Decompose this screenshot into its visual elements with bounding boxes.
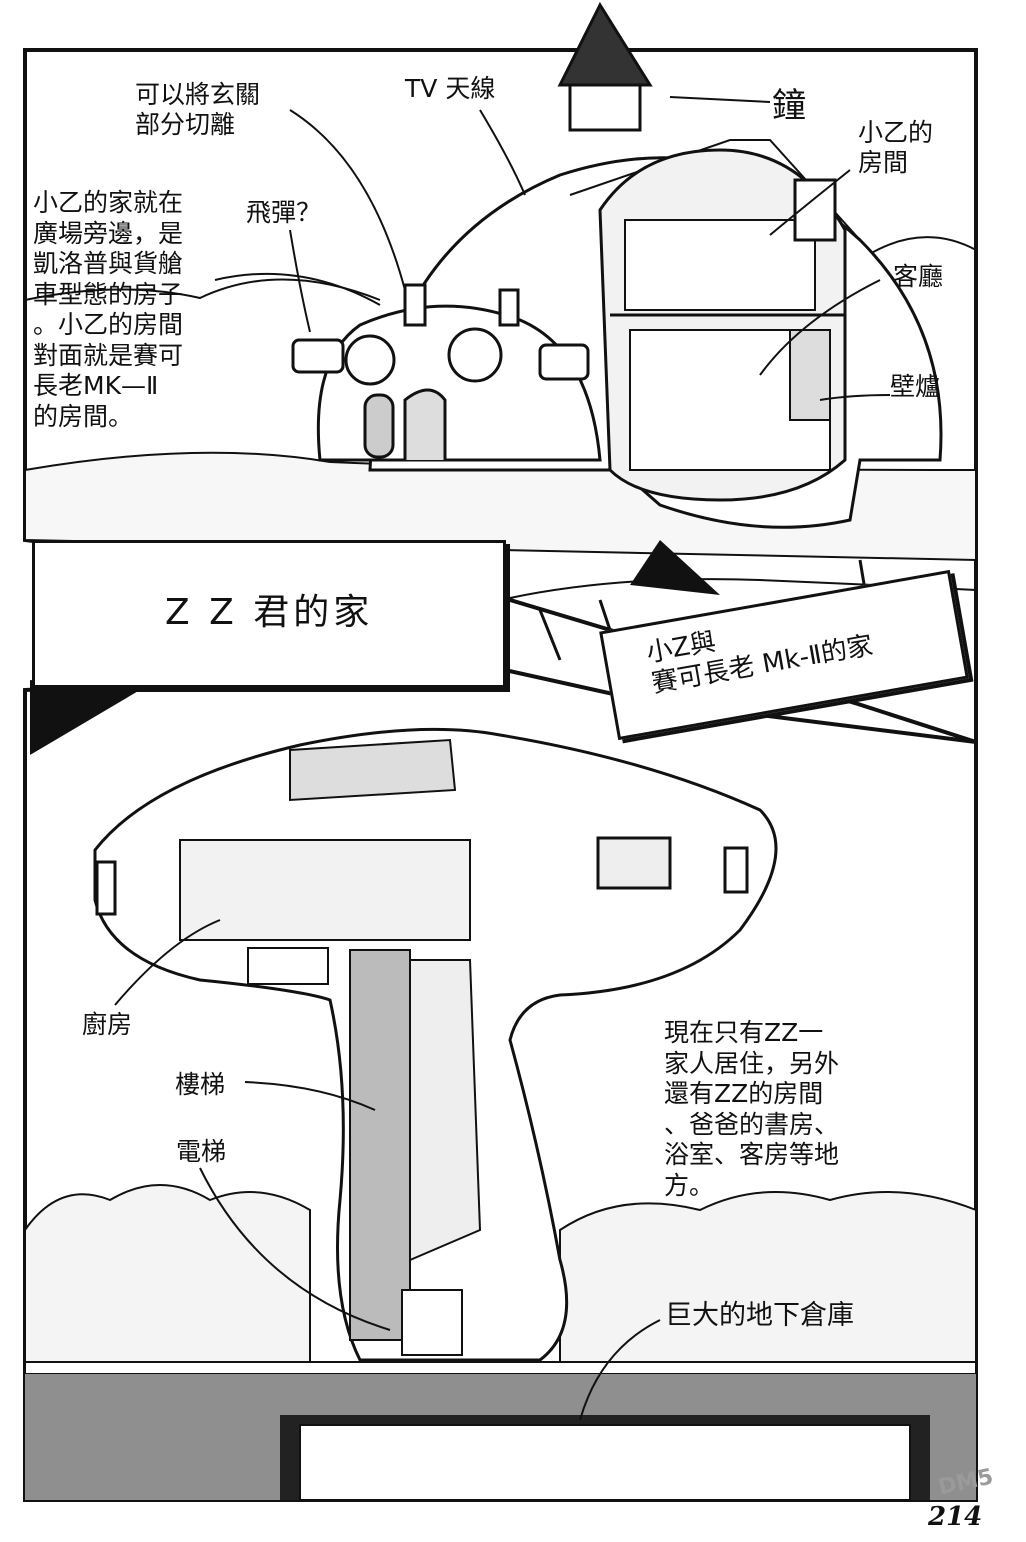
bottom-description-text: 現在只有ZZ一 家人居住，另外 還有ZZ的房間 、爸爸的書房、 浴室、客房等地 … bbox=[664, 1018, 840, 1200]
label-stairs: 樓梯 bbox=[175, 1070, 226, 1099]
label-bell: 鐘 bbox=[772, 86, 808, 126]
bottom-leader-lines bbox=[114, 919, 661, 1421]
label-entrance-detachable: 可以將玄關 部分切離 bbox=[135, 80, 261, 139]
label-xiaoyi-room: 小乙的 房間 bbox=[858, 118, 934, 177]
bottom-background bbox=[24, 1184, 977, 1501]
label-elevator: 電梯 bbox=[176, 1137, 227, 1166]
top-description-text: 小乙的家就在 廣場旁邊，是 凱洛普與貨艙 車型態的房子 。小乙的房間 對面就是賽… bbox=[33, 188, 184, 431]
label-tv-antenna: TV 天線 bbox=[405, 74, 496, 103]
label-missile: 飛彈？ bbox=[246, 198, 322, 227]
zz-house-drawing bbox=[93, 727, 778, 1362]
xiaoyi-house-drawing bbox=[291, 1, 943, 529]
page-number: 214 bbox=[928, 1502, 983, 1532]
caption-zz-home-text: Z Z 君的家 bbox=[165, 592, 374, 633]
label-kitchen: 廚房 bbox=[82, 1010, 133, 1039]
black-wedge-right bbox=[630, 540, 720, 595]
label-underground-warehouse: 巨大的地下倉庫 bbox=[665, 1300, 854, 1331]
label-living-room: 客廳 bbox=[893, 262, 944, 291]
caption-zz-home: Z Z 君的家 bbox=[32, 540, 506, 688]
label-fireplace: 壁爐 bbox=[890, 372, 941, 401]
top-leader-lines bbox=[214, 96, 891, 401]
black-wedge-left bbox=[30, 680, 140, 755]
